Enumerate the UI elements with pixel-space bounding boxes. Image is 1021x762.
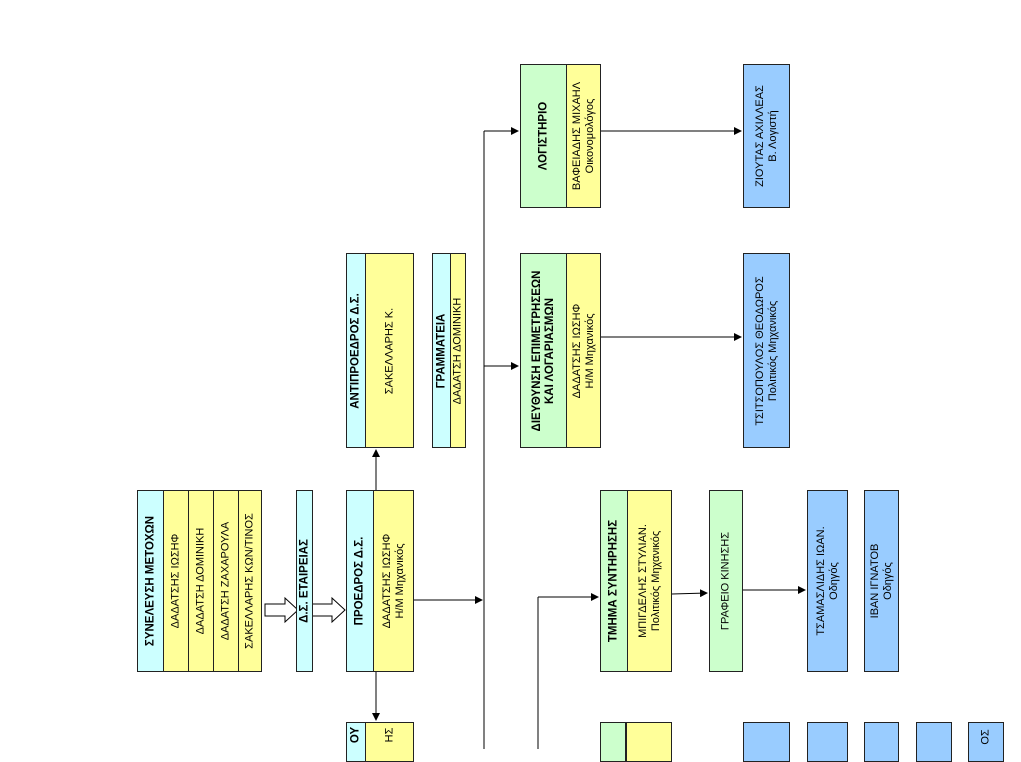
hollow-arrow-2 [311, 596, 346, 624]
civil-engineer-name: ΤΣΙΤΣΟΠΟΥΛΟΣ ΘΕΟΔΩΡΟΣ [753, 275, 766, 426]
hollow-arrow-1 [264, 596, 299, 624]
driver1-name: ΤΣΑΜΑΣΛΙΔΗΣ ΙΩΑΝ. [814, 526, 827, 636]
accounting-name: ΒΑΦΕΙΑΔΗΣ ΜΙΧΑΗΛ [570, 81, 583, 191]
partial-name: ΗΣ [383, 727, 395, 743]
driver2-name: ΙΒΑΝ ΙΓΝΑΤΟΒ [868, 543, 881, 619]
partial-blue-box-4 [916, 722, 952, 762]
vice-president-box: ΑΝΤΙΠΡΟΕΔΡΟΣ Δ.Σ. ΣΑΚΕΛΛΑΡΗΣ Κ. [346, 253, 414, 448]
accountant-name: ΖΙΟΥΤΑΣ ΑΧΙΛΛΕΑΣ [753, 85, 766, 187]
shareholders-title: ΣΥΝΕΛΕΥΣΗ ΜΕΤΟΧΩΝ [144, 515, 156, 647]
partial-green-box-1 [600, 722, 626, 762]
measurements-name: ΔΑΔΑΤΣΗΣ ΙΩΣΗΦ [570, 303, 583, 398]
partial-yellow-box-1 [626, 722, 672, 762]
board-title: Δ.Σ. ΕΤΑΙΡΕΙΑΣ [298, 539, 310, 623]
accounting-role: Οικονομολόγος [583, 98, 596, 174]
measurements-title-line1: ΔΙΕΥΘΥΝΣΗ ΕΠΙΜΕΤΡΗΣΕΩΝ [530, 270, 543, 431]
maintenance-role: Πολιτικός Μηχανικός [649, 530, 662, 632]
partial-blue-box-5: ΟΣ [968, 722, 1004, 762]
maintenance-title: ΤΜΗΜΑ ΣΥΝΤΗΡΗΣΗΣ [607, 519, 620, 643]
shareholders-box: ΣΥΝΕΛΕΥΣΗ ΜΕΤΟΧΩΝ ΔΑΔΑΤΣΗΣ ΙΩΣΗΦ ΔΑΔΑΤΣΗ… [137, 490, 262, 672]
shareholder-member: ΣΑΚΕΛΛΑΡΗΣ ΚΩΝ/ΤΙΝΟΣ [243, 513, 256, 649]
civil-engineer-role: Πολιτικός Μηχανικός [766, 300, 779, 401]
vice-president-name: ΣΑΚΕΛΛΑΡΗΣ Κ. [383, 307, 395, 394]
traffic-office-box: ΓΡΑΦΕΙΟ ΚΙΝΗΣΗΣ [709, 490, 743, 672]
shareholder-member: ΔΑΔΑΤΣΗ ΔΟΜΙΝΙΚΗ [194, 527, 207, 635]
partial-blue-box-2 [807, 722, 848, 762]
shareholder-member: ΔΑΔΑΤΣΗΣ ΙΩΣΗΦ [169, 533, 182, 629]
driver1-box: ΤΣΑΜΑΣΛΙΔΗΣ ΙΩΑΝ.Οδηγός [807, 490, 848, 672]
shareholder-member: ΔΑΔΑΤΣΗ ΖΑΧΑΡΟΥΛΑ [219, 521, 232, 641]
board-box: Δ.Σ. ΕΤΑΙΡΕΙΑΣ [296, 490, 313, 672]
partial-blue-box-3 [864, 722, 899, 762]
partial-blue-box-1 [743, 722, 790, 762]
secretariat-name: ΔΑΔΑΤΣΗ ΔΟΜΙΝΙΚΗ [451, 297, 464, 404]
president-role: Η/Μ Μηχανικός [393, 543, 406, 619]
driver2-role: Οδηγός [881, 562, 894, 600]
partial-title: ΟΥ [349, 726, 362, 744]
measurements-role: Η/Μ Μηχανικός [583, 312, 596, 389]
maintenance-details: ΜΠΙΓΔΕΛΗΣ ΣΤΥΛΙΑΝ.Πολιτικός Μηχανικός [637, 524, 663, 638]
partial-blue-text: ΟΣ [979, 729, 992, 745]
vice-president-title: ΑΝΤΙΠΡΟΕΔΡΟΣ Δ.Σ. [349, 292, 362, 409]
partial-box-bottom: ΟΥ ΗΣ [346, 722, 414, 762]
secretariat-box: ΓΡΑΜΜΑΤΕΙΑ ΔΑΔΑΤΣΗ ΔΟΜΙΝΙΚΗ [432, 253, 466, 448]
maintenance-name: ΜΠΙΓΔΕΛΗΣ ΣΤΥΛΙΑΝ. [636, 524, 649, 638]
secretariat-title: ΓΡΑΜΜΑΤΕΙΑ [435, 313, 447, 388]
connector-maintenance-traffic [671, 589, 708, 598]
measurements-title-line2: ΚΑΙ ΛΟΓΑΡΙΑΣΜΩΝ [543, 297, 556, 404]
president-name: ΔΑΔΑΤΣΗΣ ΙΩΣΗΦ [380, 533, 393, 629]
accounting-title: ΛΟΓΙΣΤΗΡΙΟ [537, 101, 549, 171]
president-title: ΠΡΟΕΔΡΟΣ Δ.Σ. [353, 536, 366, 626]
maintenance-box: ΤΜΗΜΑ ΣΥΝΤΗΡΗΣΗΣ ΜΠΙΓΔΕΛΗΣ ΣΤΥΛΙΑΝ.Πολιτ… [600, 490, 672, 672]
driver1-details: ΤΣΑΜΑΣΛΙΔΗΣ ΙΩΑΝ.Οδηγός [815, 526, 841, 635]
accountant-role: Β. Λογιστή [766, 110, 779, 162]
traffic-office-title: ΓΡΑΦΕΙΟ ΚΙΝΗΣΗΣ [719, 531, 732, 631]
driver1-role: Οδηγός [827, 562, 840, 600]
